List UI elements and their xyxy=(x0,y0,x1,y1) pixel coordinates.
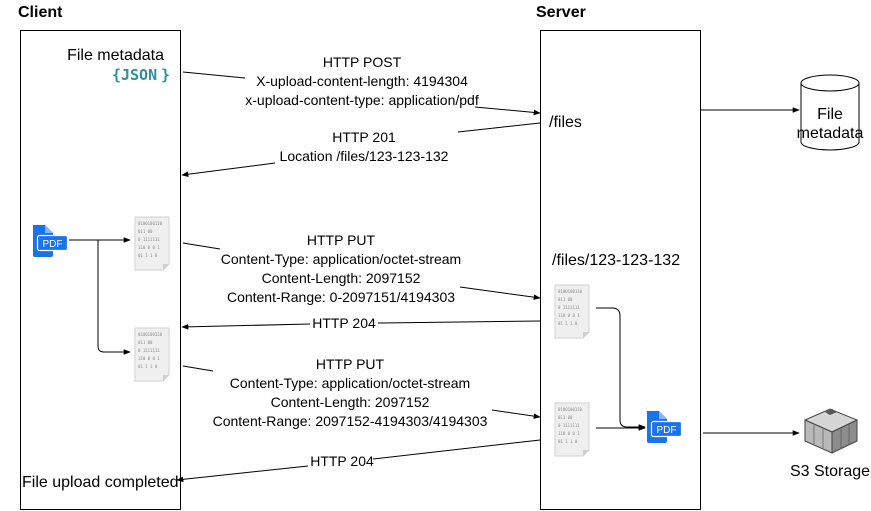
server-files-path: /files xyxy=(549,114,582,131)
svg-text:0 1111111: 0 1111111 xyxy=(138,348,160,353)
client-file-metadata-label: File metadata xyxy=(67,47,164,64)
created-response-label: HTTP 201 Location /files/123-123-132 xyxy=(280,129,449,164)
resp2-arrow-end xyxy=(176,465,309,483)
post-arrow-start xyxy=(182,71,246,79)
svg-text:011 00: 011 00 xyxy=(138,340,153,345)
svg-text:01 1 1 0: 01 1 1 0 xyxy=(558,439,578,444)
s3-storage-icon xyxy=(803,408,859,454)
svg-text:Content-Range: 2097152-419430: Content-Range: 2097152-4194303/4194303 xyxy=(213,413,488,429)
s3-storage-label: S3 Storage xyxy=(790,463,870,480)
database-icon xyxy=(800,74,860,151)
server-lane xyxy=(540,30,701,510)
svg-text:Location /files/123-123-132: Location /files/123-123-132 xyxy=(280,148,449,164)
server-chunk-2-icon: 0100100110 011 00 0 1111111 110 0 0 1 01 1 1… xyxy=(554,402,590,457)
svg-text:01 1 1 0: 01 1 1 0 xyxy=(558,321,578,326)
svg-text:Content-Length: 2097152: Content-Length: 2097152 xyxy=(271,394,430,410)
json-icon: { JSON } xyxy=(112,66,170,84)
put1-request-label: HTTP PUT Content-Type: application/octet… xyxy=(221,232,461,305)
put2-request-label: HTTP PUT Content-Type: application/octet… xyxy=(213,356,488,429)
svg-text:Content-Type: application/octe: Content-Type: application/octet-stream xyxy=(221,251,461,267)
svg-text:Content-Length: 2097152: Content-Length: 2097152 xyxy=(262,270,421,286)
server-file-path: /files/123-123-132 xyxy=(552,252,680,269)
upload-completed-label: File upload completed xyxy=(22,474,179,491)
svg-text:011 00: 011 00 xyxy=(558,415,573,420)
client-lane-title: Client xyxy=(18,4,63,21)
client-chunk-1-icon: 0100100110 011 00 0 1111111 110 0 0 1 01 1 1… xyxy=(134,216,170,271)
svg-text:}: } xyxy=(161,66,170,84)
svg-text:{: { xyxy=(112,66,121,84)
post-request-label: HTTP POST X-upload-content-length: 41943… xyxy=(245,54,479,108)
svg-text:0100100110: 0100100110 xyxy=(558,407,583,412)
svg-text:110 0 0 1: 110 0 0 1 xyxy=(558,431,580,436)
svg-text:PDF: PDF xyxy=(657,425,677,436)
put2-arrow-end xyxy=(491,409,541,419)
db-label-line2: metadata xyxy=(797,125,864,142)
svg-text:0 1111111: 0 1111111 xyxy=(558,305,580,310)
svg-text:Content-Type: application/octe: Content-Type: application/octet-stream xyxy=(230,375,470,391)
svg-text:HTTP PUT: HTTP PUT xyxy=(316,356,385,372)
put2-arrow-start xyxy=(182,365,214,372)
svg-text:01 1 1 0: 01 1 1 0 xyxy=(138,253,158,258)
svg-text:110 0 0 1: 110 0 0 1 xyxy=(558,313,580,318)
svg-text:HTTP POST: HTTP POST xyxy=(323,54,402,70)
client-pdf-icon: PDF xyxy=(32,224,69,258)
server-lane-title: Server xyxy=(536,4,586,21)
resp1-arrow-start xyxy=(377,320,541,324)
svg-text:PDF: PDF xyxy=(43,239,63,250)
svg-text:Content-Range: 0-2097151/41943: Content-Range: 0-2097151/4194303 xyxy=(227,289,455,305)
put1-arrow-end xyxy=(459,286,541,300)
svg-text:01 1 1 0: 01 1 1 0 xyxy=(138,364,158,369)
client-chunk-2-icon: 0100100110 011 00 0 1111111 110 0 0 1 01 1 1… xyxy=(134,327,170,382)
db-label-line1: File xyxy=(817,106,843,123)
svg-text:0100100110: 0100100110 xyxy=(138,221,163,226)
created-arrow-start xyxy=(457,122,541,133)
split-arrow-2 xyxy=(97,240,131,355)
svg-text:011 00: 011 00 xyxy=(138,229,153,234)
resp2-label: HTTP 204 xyxy=(310,453,374,469)
svg-text:110 0 0 1: 110 0 0 1 xyxy=(138,356,160,361)
put1-arrow-start xyxy=(182,242,221,250)
svg-text:JSON: JSON xyxy=(121,66,157,84)
svg-text:HTTP 201: HTTP 201 xyxy=(332,129,396,145)
created-arrow-end xyxy=(181,162,276,177)
svg-text:X-upload-content-length: 41943: X-upload-content-length: 4194304 xyxy=(256,73,468,89)
server-pdf-icon: PDF xyxy=(646,410,683,444)
svg-text:HTTP PUT: HTTP PUT xyxy=(307,232,376,248)
client-lane xyxy=(20,30,181,510)
post-arrow-end xyxy=(474,106,541,116)
server-chunk-1-icon: 0100100110 011 00 0 1111111 110 0 0 1 01 1 1… xyxy=(554,284,590,339)
resp1-label: HTTP 204 xyxy=(312,315,376,331)
svg-text:011 00: 011 00 xyxy=(558,297,573,302)
resp1-arrow-end xyxy=(181,323,311,330)
svg-text:0100100110: 0100100110 xyxy=(138,332,163,337)
assemble-arrow-1 xyxy=(596,307,646,430)
svg-text:0 1111111: 0 1111111 xyxy=(138,237,160,242)
svg-text:0100100110: 0100100110 xyxy=(558,289,583,294)
svg-text:0 1111111: 0 1111111 xyxy=(558,423,580,428)
svg-text:110 0 0 1: 110 0 0 1 xyxy=(138,245,160,250)
svg-text:x-upload-content-type: applica: x-upload-content-type: application/pdf xyxy=(245,92,479,108)
resp2-arrow-start xyxy=(372,439,541,460)
